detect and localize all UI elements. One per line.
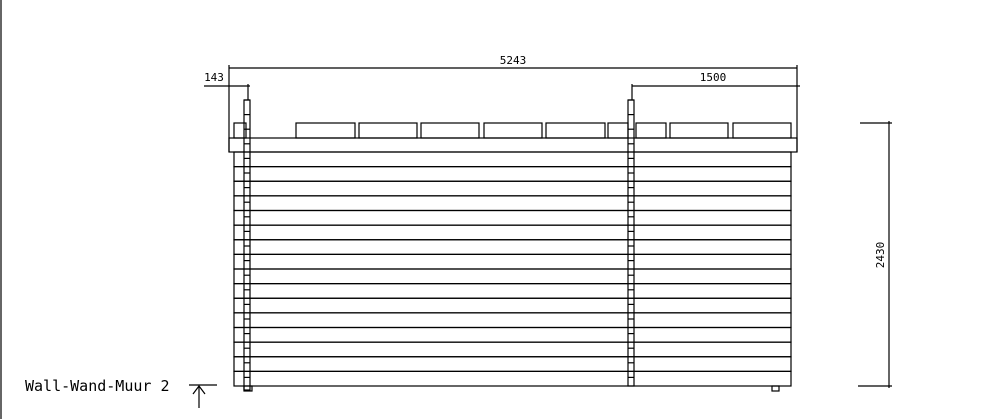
- wall-log: [233, 326, 792, 343]
- wall-log: [233, 268, 792, 285]
- wall-log: [233, 209, 792, 226]
- wall-log: [233, 195, 792, 212]
- wall-log: [233, 224, 792, 241]
- dimension-overhang: 143: [204, 71, 250, 100]
- wall-log: [233, 151, 792, 168]
- wall-log: [233, 370, 792, 387]
- dimension-label-5243: 5243: [500, 54, 527, 67]
- dimension-label-1500: 1500: [700, 71, 727, 84]
- roof-board: [420, 122, 480, 139]
- dimension-height: 2430: [858, 121, 892, 388]
- wall-log: [233, 356, 792, 372]
- dimension-right-section: 1500: [631, 71, 800, 100]
- dimension-label-2430: 2430: [874, 242, 887, 269]
- roof-board: [358, 122, 418, 139]
- wall-log: [233, 253, 792, 270]
- wall-log: [233, 166, 792, 182]
- foot-block: [771, 385, 780, 392]
- wall-log: [233, 180, 792, 197]
- wall-logs: [233, 151, 792, 387]
- view-arrow-icon: [189, 384, 217, 408]
- roof-boards: [233, 122, 792, 139]
- post-foot: [243, 385, 253, 392]
- dimension-label-143: 143: [204, 71, 224, 84]
- wall-log: [233, 312, 792, 329]
- top-beam: [228, 137, 798, 153]
- dimension-total-width: 5243: [228, 54, 798, 152]
- roof-board: [545, 122, 606, 139]
- roof-board: [669, 122, 729, 139]
- wall-title: Wall-Wand-Muur 2: [25, 377, 170, 395]
- wall-log: [233, 341, 792, 358]
- roof-board: [607, 122, 629, 139]
- roof-board: [295, 122, 356, 139]
- roof-board: [635, 122, 667, 139]
- post-outline: [627, 99, 635, 387]
- left-corner-post: [243, 99, 253, 392]
- wall-log: [233, 297, 792, 314]
- roof-board: [483, 122, 543, 139]
- middle-post: [627, 99, 635, 387]
- wall-log: [233, 239, 792, 255]
- roof-board: [732, 122, 792, 139]
- wall-log: [233, 283, 792, 299]
